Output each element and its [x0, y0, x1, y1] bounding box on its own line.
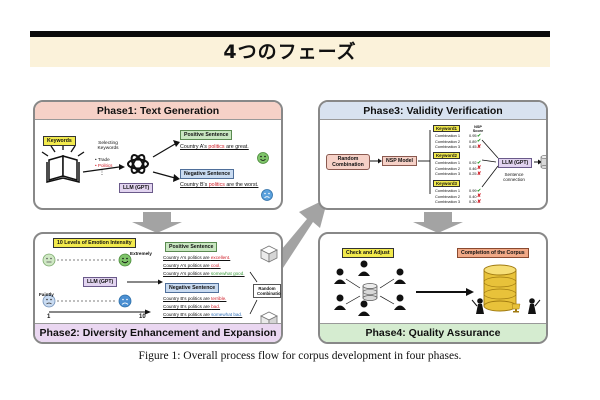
random-combination-box: Random Combination: [253, 284, 281, 298]
combination-name: Combination 3: [435, 171, 461, 176]
page-title: 4つのフェーズ: [223, 41, 357, 63]
nsp-score-value: 0.25: [469, 171, 477, 176]
sad-face-icon: [261, 189, 273, 201]
openai-logo-icon: [127, 154, 149, 174]
extremely-label: Extremely: [130, 251, 152, 256]
combination-name: Combination 2: [435, 165, 461, 171]
positive-example-sentence: Country A's politics are great.: [180, 144, 249, 150]
keyword-item-trade: • Trade: [95, 157, 110, 162]
database-icon: [483, 264, 517, 312]
cross-icon: ✘: [477, 143, 482, 150]
completion-of-corpus-label: Completion of the Corpus: [457, 248, 529, 258]
negative-sentence-3: Country B's politics are somewhat bad.: [163, 312, 243, 317]
phase1-graphics: [41, 140, 273, 201]
negative-sentence-label: Negative Sentence: [180, 169, 235, 179]
book-icon: [41, 144, 85, 183]
title-top-rule: [30, 31, 550, 37]
cross-icon: ✘: [477, 170, 482, 177]
trophy-icon: [511, 303, 521, 313]
smiley-icon: [257, 152, 269, 164]
phase4-title: Phase4: Quality Assurance: [320, 323, 546, 342]
sad-face-icon: [42, 294, 56, 308]
database-icon: [540, 155, 546, 169]
scale-min: 1: [47, 314, 51, 320]
check-icon: ✔: [477, 138, 482, 144]
nsp-model-box: NSP Model: [382, 156, 417, 166]
neutral-face-icon: [42, 253, 56, 267]
positive-sentence-label: Positive Sentence: [165, 242, 218, 252]
sentence-connection-label: Sentence connection: [503, 172, 525, 182]
llm-gpt-box: LLM (GPT): [119, 183, 154, 193]
combination-name: Combination 2: [435, 138, 461, 144]
nsp-score-value: 0.92: [469, 160, 477, 165]
celebrating-people-icon: [471, 298, 541, 314]
phase3-graphics: [370, 130, 546, 194]
title-banner: [30, 37, 550, 67]
negative-sentence-1: Country B's politics are terrible.: [163, 296, 227, 301]
combination-name: Combination 1: [435, 133, 461, 138]
positive-sentence-label: Positive Sentence: [180, 130, 233, 140]
phase1-title: Phase1: Text Generation: [35, 102, 281, 120]
positive-sentence-3: Country A's politics are somewhat good.: [163, 271, 245, 276]
nsp-score-value: 0.46: [469, 165, 477, 171]
combination-name: Combination 1: [435, 188, 461, 193]
emotion-intensity-label: 10 Levels of Emotion Intensity: [53, 238, 136, 248]
nsp-score-value: 0.89: [469, 138, 477, 144]
arrow-phase3-to-phase4: [413, 212, 463, 233]
arrow-phase1-to-phase2: [132, 212, 182, 233]
keyword-group-label: Keyword2: [433, 152, 460, 159]
faintly-label: Faintly: [39, 292, 54, 297]
keyword-item-politics: • Politics: [95, 163, 113, 168]
cross-icon: ✘: [477, 165, 482, 171]
figure-caption: Figure 1: Overall process flow for corpu…: [138, 350, 462, 362]
llm-gpt-box: LLM (GPT): [83, 277, 118, 287]
negative-sentence-2: Country B's politics are bad.: [163, 304, 221, 309]
nsp-score-value: 0.95: [469, 133, 477, 138]
phase2-graphics: [42, 245, 278, 329]
keyword-group-label: Keyword1: [433, 125, 460, 132]
selecting-keywords-label: Selecting Keywords: [97, 141, 119, 151]
negative-example-sentence: Country B's politics are the worst.: [180, 182, 259, 188]
positive-sentence-1: Country A's politics are excellent.: [163, 255, 231, 260]
phase3-title: Phase3: Validity Verification: [320, 102, 546, 120]
nsp-score-value: 0.30: [469, 199, 477, 204]
sad-face-icon: [118, 294, 132, 308]
phase4-graphics: [334, 260, 541, 316]
random-combination-box: Random Combination: [326, 154, 370, 170]
phase3-panel: Phase3: Validity Verification Random Com…: [318, 100, 548, 210]
phase2-title: Phase2: Diversity Enhancement and Expans…: [35, 323, 281, 342]
keyword-ellipsis: ⋮: [99, 170, 105, 176]
check-icon: ✔: [477, 187, 482, 194]
check-icon: ✔: [477, 159, 482, 166]
arrow-phase2-to-phase3: [271, 198, 328, 271]
check-and-adjust-label: Check and Adjust: [342, 248, 394, 258]
nsp-score-value: 0.45: [469, 144, 477, 149]
combination-name: Combination 1: [435, 160, 461, 165]
phase2-panel: 10 Levels of Emotion Intensity Extremely…: [33, 232, 283, 344]
scale-max: 10: [139, 314, 146, 320]
phase4-panel: Check and Adjust Completion of the Corpu…: [318, 232, 548, 344]
keywords-label: Keywords: [43, 136, 76, 146]
cross-icon: ✘: [477, 193, 482, 199]
cube-icon: [260, 245, 278, 329]
phase1-panel: Phase1: Text Generation: [33, 100, 283, 210]
smiley-icon: [118, 253, 132, 267]
person-icon: [334, 260, 406, 316]
negative-sentence-label: Negative Sentence: [165, 283, 220, 293]
combination-name: Combination 2: [435, 193, 461, 199]
cross-icon: ✘: [477, 198, 482, 205]
combination-name: Combination 3: [435, 144, 461, 149]
nsp-score-value: 0.99: [469, 188, 477, 193]
combination-name: Combination 3: [435, 199, 461, 204]
nsp-score-value: 0.40: [469, 193, 477, 199]
llm-gpt-box: LLM (GPT): [498, 158, 533, 168]
check-icon: ✔: [477, 132, 482, 139]
positive-sentence-2: Country A's politics are cool.: [163, 263, 221, 268]
keyword-group-label: Keyword3: [433, 180, 460, 187]
database-icon: [362, 283, 378, 301]
nsp-score-header: NSP Score: [472, 125, 484, 133]
